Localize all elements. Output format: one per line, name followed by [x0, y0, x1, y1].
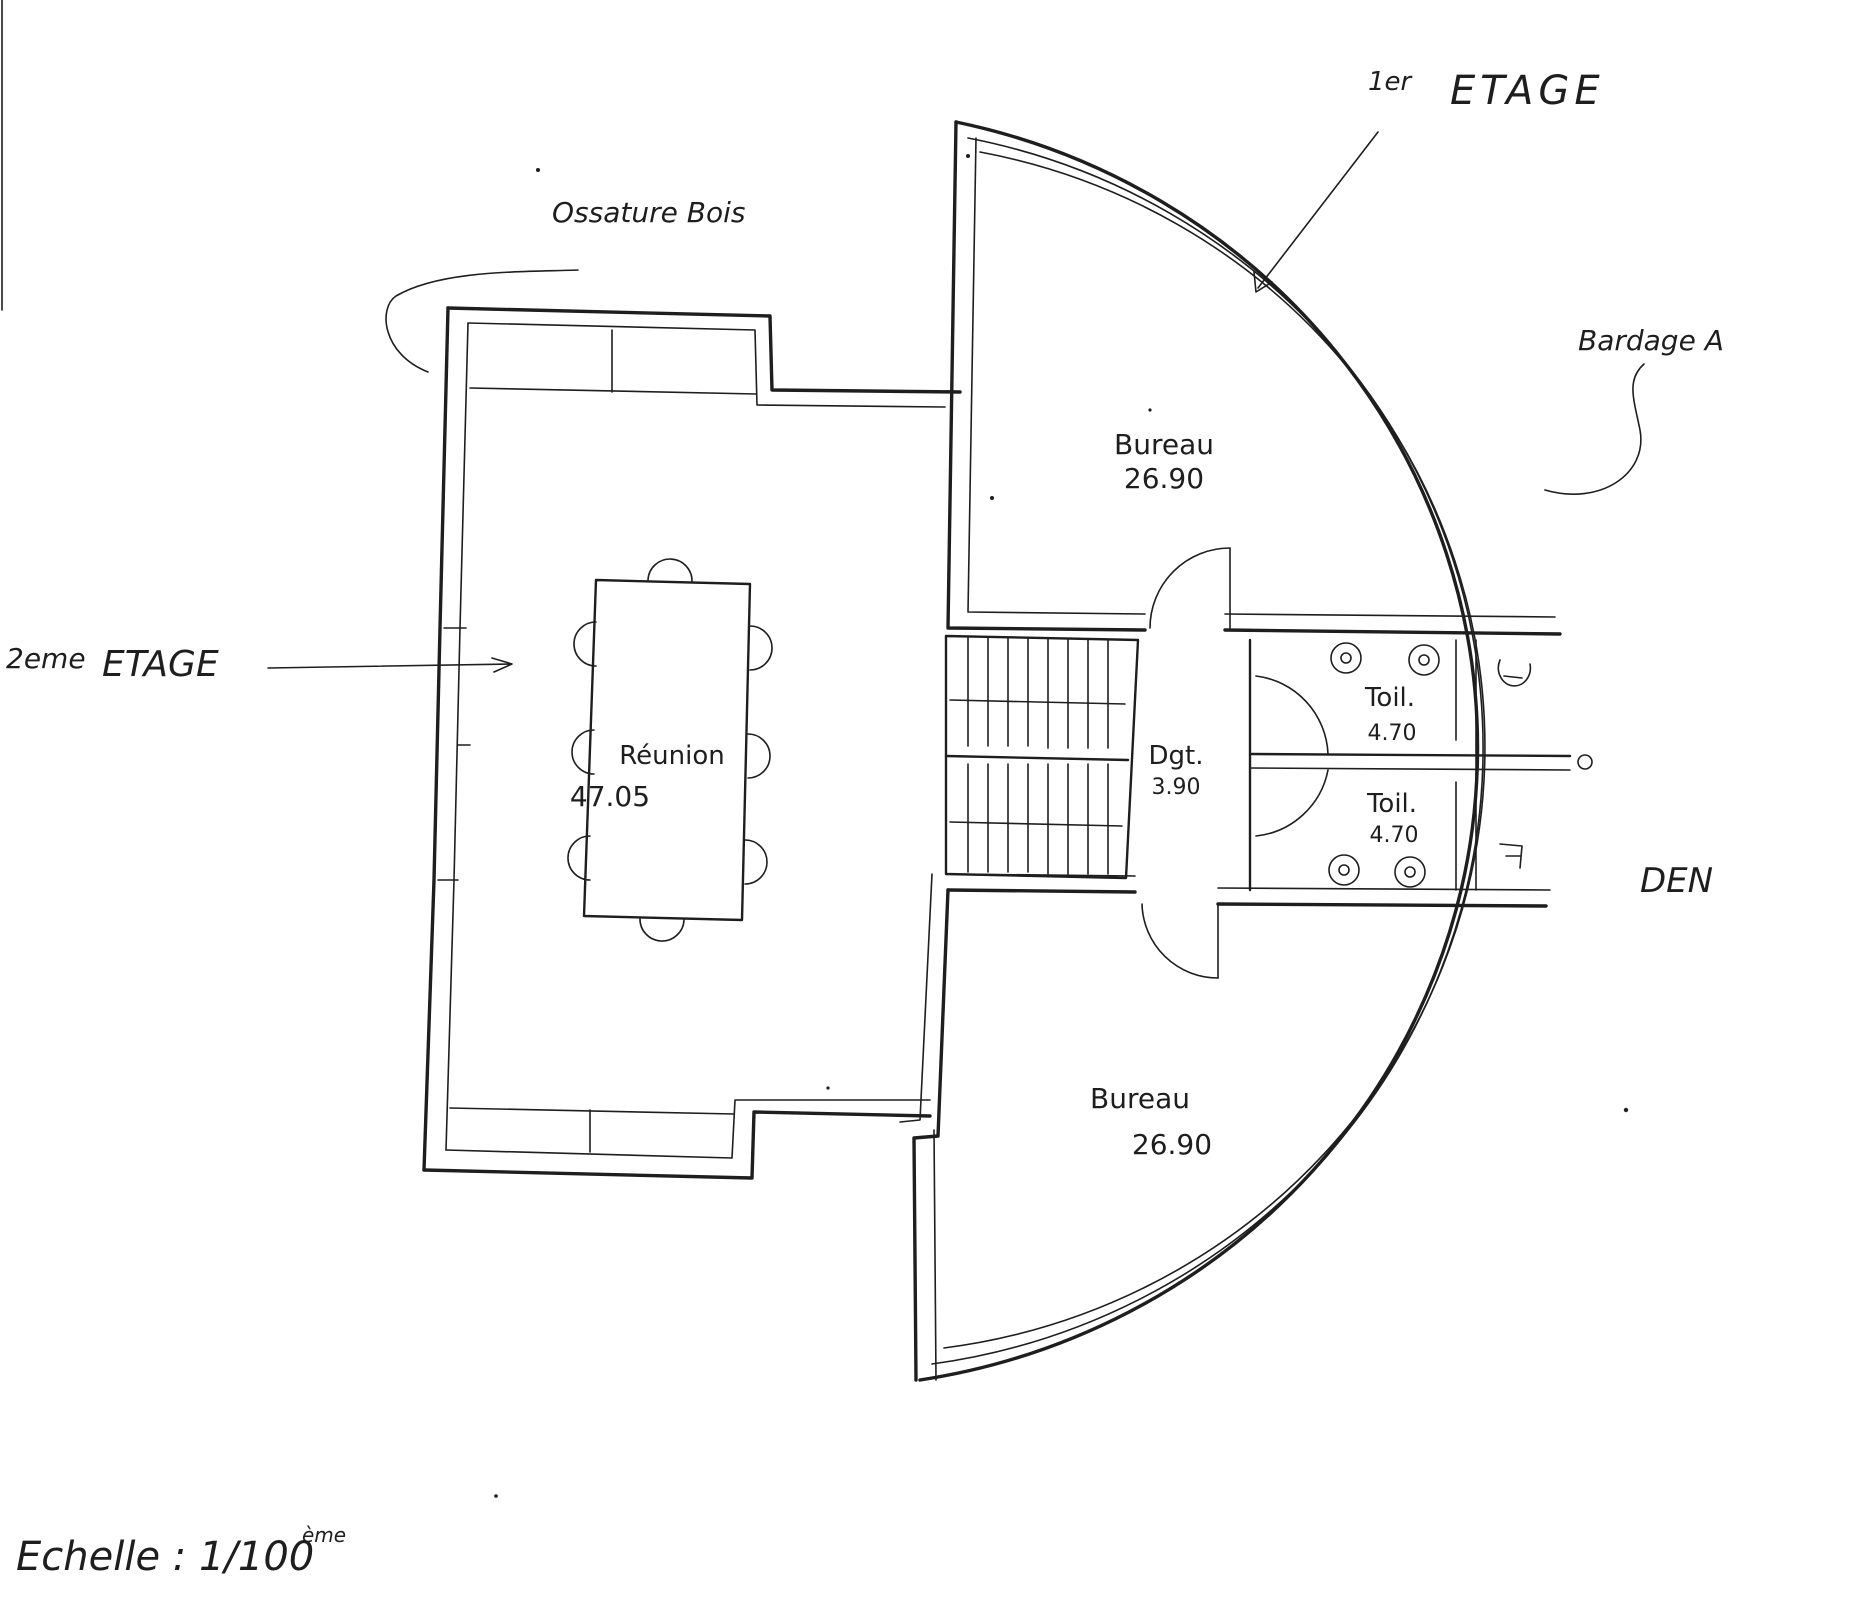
- cladding-annotation: Bardage A: [1578, 324, 1724, 357]
- room-name-reunion: Réunion: [619, 741, 724, 771]
- room-name-toilet-upper: Toil.: [1364, 683, 1415, 713]
- room-area-degagement: 3.90: [1152, 775, 1201, 800]
- first-floor-sup: 1er: [1368, 67, 1414, 97]
- meeting-table: [582, 578, 752, 922]
- second-floor-sup: 2eme: [6, 642, 86, 675]
- room-name-bureau-top: Bureau: [1114, 428, 1214, 461]
- paper-specks: [494, 168, 1629, 1498]
- room-area-toilet-lower: 4.70: [1370, 823, 1419, 848]
- frame-annotation: Ossature Bois: [552, 196, 745, 229]
- wc-fixtures: [1497, 659, 1532, 869]
- room-area-toilet-upper: 4.70: [1368, 721, 1417, 746]
- scale-label: Echelle : 1/100: [16, 1534, 314, 1580]
- room-area-reunion: 47.05: [570, 780, 650, 813]
- meeting-chairs: [567, 558, 773, 942]
- room-name-bureau-bottom: Bureau: [1090, 1082, 1190, 1115]
- second-floor-label: ETAGE: [102, 644, 219, 685]
- office-walls: [899, 120, 1562, 1382]
- leader-lines: [267, 131, 1645, 673]
- room-name-toilet-lower: Toil.: [1366, 789, 1417, 819]
- door-swings: [1141, 547, 1329, 979]
- scale-suffix: ème: [302, 1523, 346, 1547]
- curved-facade: [918, 120, 1593, 1382]
- room-name-degagement: Dgt.: [1149, 741, 1204, 771]
- signature-initials: DEN: [1640, 861, 1713, 901]
- room-area-bureau-top: 26.90: [1124, 462, 1204, 495]
- staircase: [944, 634, 1140, 880]
- meeting-room-walls: [422, 306, 962, 1180]
- room-area-bureau-bottom: 26.90: [1132, 1128, 1212, 1161]
- first-floor-label: ETAGE: [1450, 68, 1605, 114]
- washbasins: [1328, 642, 1440, 888]
- toilet-walls: [1248, 638, 1572, 892]
